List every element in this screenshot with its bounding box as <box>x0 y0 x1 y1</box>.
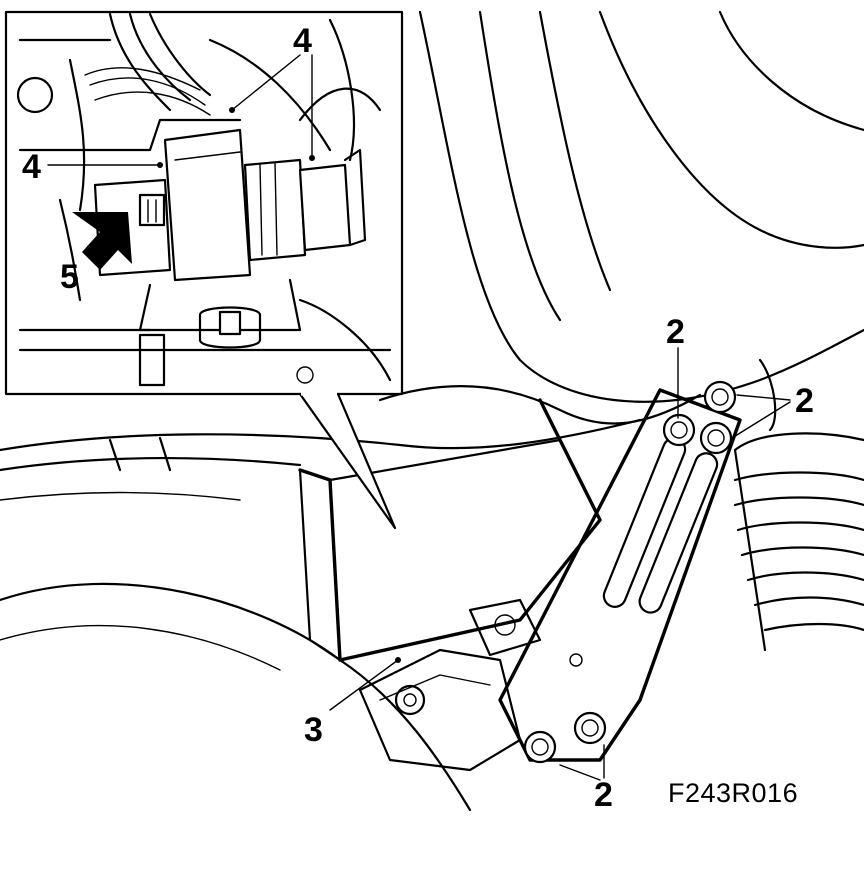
bolt-top-left <box>662 413 696 447</box>
label-bolts-bottom: 2 <box>594 776 613 814</box>
figure-code: F243R016 <box>668 778 798 808</box>
leader-lines <box>47 54 791 781</box>
push-arrow-icon <box>72 212 132 270</box>
label-bolts-right: 2 <box>795 382 814 420</box>
label-detail-connector: 4 <box>22 148 41 186</box>
detail-inset <box>4 10 404 530</box>
callout-labels: 4 4 5 3 2 2 2 F243R016 <box>22 22 814 814</box>
bolt-bottom-left <box>523 730 557 764</box>
label-detail-harness: 4 <box>293 22 312 60</box>
bolt-top-right <box>703 380 737 414</box>
bolt-mid-right <box>699 421 733 455</box>
label-bracket: 3 <box>304 711 323 749</box>
main-scene <box>0 10 864 812</box>
bolt-bottom-right <box>573 711 607 745</box>
label-detail-arrow: 5 <box>60 258 79 296</box>
label-bolts-top: 2 <box>666 313 685 351</box>
